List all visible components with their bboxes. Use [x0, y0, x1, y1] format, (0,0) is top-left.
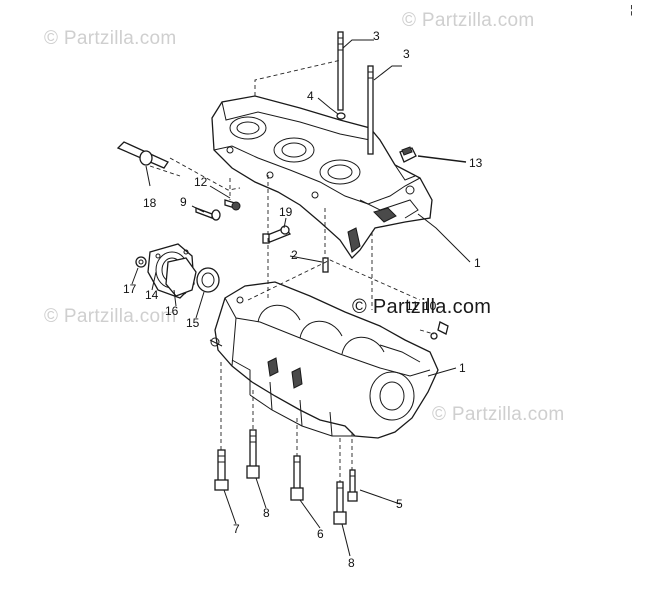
long-studs [336, 31, 374, 155]
watermark: © Partzilla.com [44, 306, 177, 327]
plug-part-13 [399, 146, 417, 163]
cover-assembly [135, 243, 220, 299]
callout-12: 12 [194, 175, 208, 189]
callout-17: 17 [123, 282, 137, 296]
watermark: © Partzilla.com [432, 404, 565, 425]
callout-16: 16 [165, 304, 179, 318]
callout-19: 19 [279, 205, 293, 219]
watermark: © Partzilla.com [402, 10, 535, 31]
dowel-pin-2 [322, 257, 329, 273]
upper-crankcase [211, 95, 433, 260]
callout-1: 1 [474, 256, 481, 270]
callout-11: 11 [406, 299, 419, 313]
callout-3: 3 [403, 47, 410, 61]
callout-4: 4 [307, 89, 314, 103]
watermark-center: © Partzilla.com [352, 296, 492, 318]
shaft-part-18 [116, 141, 169, 187]
callout-10: 10 [423, 299, 437, 313]
callout-13: 13 [469, 156, 483, 170]
callout-8: 8 [263, 506, 270, 520]
callout-15: 15 [186, 316, 200, 330]
callout-6: 6 [317, 527, 324, 541]
callout-3: 3 [373, 29, 380, 43]
callout-18: 18 [143, 196, 157, 210]
small-bolts [195, 199, 292, 244]
callout-8: 8 [348, 556, 355, 570]
callout-5: 5 [396, 497, 403, 511]
callout-7: 7 [233, 522, 240, 536]
callout-14: 14 [145, 288, 159, 302]
lower-crankcase [209, 281, 439, 439]
watermark: © Partzilla.com [44, 28, 177, 49]
alignment-lines [149, 59, 435, 482]
callout-1: 1 [459, 361, 466, 375]
leader-lines [131, 39, 471, 557]
corner-mark: ¦ [630, 4, 633, 16]
pins-11-10 [430, 321, 449, 340]
callout-2: 2 [291, 248, 298, 262]
lower-bolts [214, 429, 358, 525]
callout-9: 9 [180, 195, 187, 209]
